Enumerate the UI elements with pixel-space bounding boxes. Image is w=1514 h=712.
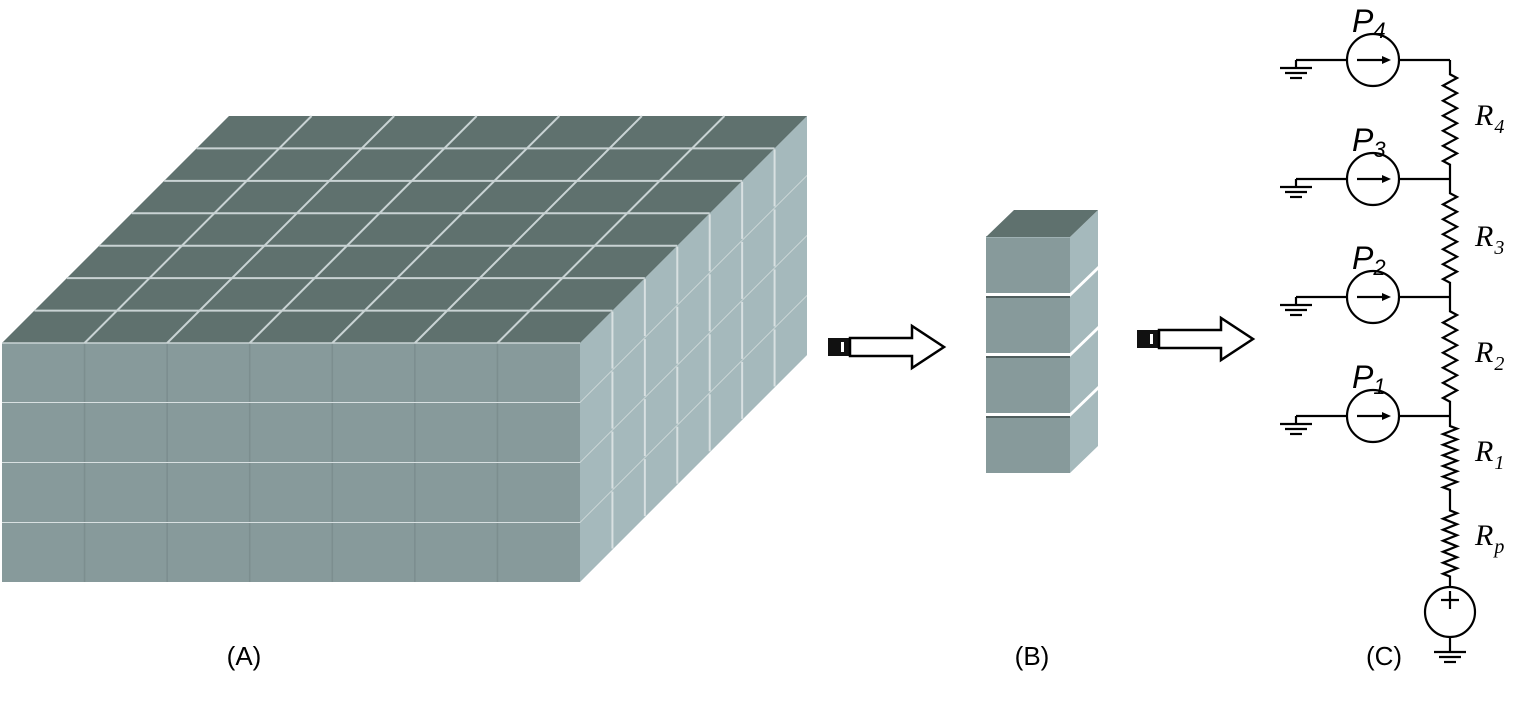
- resistor-index: 1: [1494, 452, 1504, 474]
- layer-front-face: [2, 343, 580, 402]
- panel-label-c: (C): [1366, 641, 1402, 671]
- resistor-r4: [1440, 60, 1460, 179]
- source-label: P4: [1352, 3, 1386, 43]
- top-grid-line: [414, 115, 643, 344]
- arrow-a-to-b: [828, 323, 947, 371]
- layer-front-face: [2, 463, 580, 522]
- block-front-face: [986, 297, 1070, 353]
- ground-symbol: [1434, 650, 1466, 664]
- block-front-face: [986, 357, 1070, 413]
- source-arrowhead: [1382, 293, 1391, 301]
- layer-side-face: [580, 236, 807, 522]
- source-arrowhead: [1382, 175, 1391, 183]
- resistor-index: 2: [1494, 353, 1504, 375]
- current-source-p2: P2: [1294, 240, 1450, 325]
- layer-front-face: [2, 403, 580, 462]
- source-index: 3: [1373, 137, 1386, 162]
- ground-symbol: [1280, 66, 1312, 80]
- resistor-index: 4: [1494, 116, 1504, 138]
- resistor-r1: [1439, 416, 1461, 500]
- panel-label-b: (B): [1015, 641, 1050, 671]
- ground-symbol: [1280, 185, 1312, 199]
- resistor-label-1: R1: [1474, 435, 1504, 474]
- resistor-index: p: [1492, 536, 1504, 558]
- source-label: P1: [1352, 359, 1386, 399]
- resistor-symbol: R: [1474, 99, 1493, 132]
- resistor-symbol: R: [1474, 435, 1493, 468]
- source-index: 2: [1372, 255, 1385, 280]
- resistor-index: 3: [1493, 237, 1504, 259]
- source-symbol: P: [1352, 240, 1374, 276]
- source-arrowhead: [1382, 412, 1391, 420]
- top-face: [2, 116, 807, 343]
- block-front-face: [986, 237, 1070, 293]
- block-side-face: [1070, 210, 1098, 293]
- resistor-label-2: R2: [1474, 336, 1504, 375]
- resistor-label-4: R4: [1474, 99, 1504, 138]
- resistor-rp: [1439, 500, 1461, 587]
- layer-side-face: [580, 296, 807, 582]
- ground-symbol: [1280, 303, 1312, 317]
- single-column-stack: [986, 210, 1098, 473]
- current-source-p1: P1: [1294, 359, 1450, 444]
- source-arrowhead: [1382, 56, 1391, 64]
- top-grid-line: [331, 115, 560, 344]
- block-top-face: [986, 210, 1098, 237]
- source-label: P2: [1352, 240, 1386, 280]
- stacked-grid-block: [2, 115, 807, 582]
- block-side-face: [1070, 390, 1098, 473]
- layer-front-face: [2, 523, 580, 582]
- top-grid-line: [496, 115, 726, 344]
- resistor-r3: [1440, 179, 1460, 297]
- top-grid-line: [249, 115, 478, 344]
- panel-label-a: (A): [227, 641, 262, 671]
- resistor-symbol: R: [1474, 220, 1493, 253]
- source-symbol: P: [1352, 122, 1374, 158]
- block-front-face: [986, 417, 1070, 473]
- voltage-source: [1423, 585, 1477, 652]
- current-source-p4: P4: [1294, 3, 1450, 88]
- current-source-p3: P3: [1294, 122, 1450, 207]
- source-index: 4: [1373, 18, 1385, 43]
- resistor-symbol: R: [1474, 336, 1493, 369]
- layer-side-face: [580, 176, 807, 462]
- source-index: 1: [1373, 374, 1385, 399]
- block-side-face: [1070, 330, 1098, 413]
- ground-symbol: [1280, 422, 1312, 436]
- resistor-r2: [1440, 297, 1460, 416]
- resistor-symbol: R: [1474, 519, 1493, 552]
- layer-side-face: [580, 116, 807, 402]
- source-label: P3: [1352, 122, 1386, 162]
- block-side-face: [1070, 270, 1098, 353]
- arrow-b-to-c: [1137, 315, 1256, 363]
- top-grid-line: [166, 115, 395, 344]
- source-symbol: P: [1352, 359, 1374, 395]
- resistor-label-p: Rp: [1474, 519, 1504, 558]
- top-grid-line: [83, 115, 313, 344]
- resistor-label-3: R3: [1474, 220, 1504, 259]
- source-symbol: P: [1352, 3, 1374, 39]
